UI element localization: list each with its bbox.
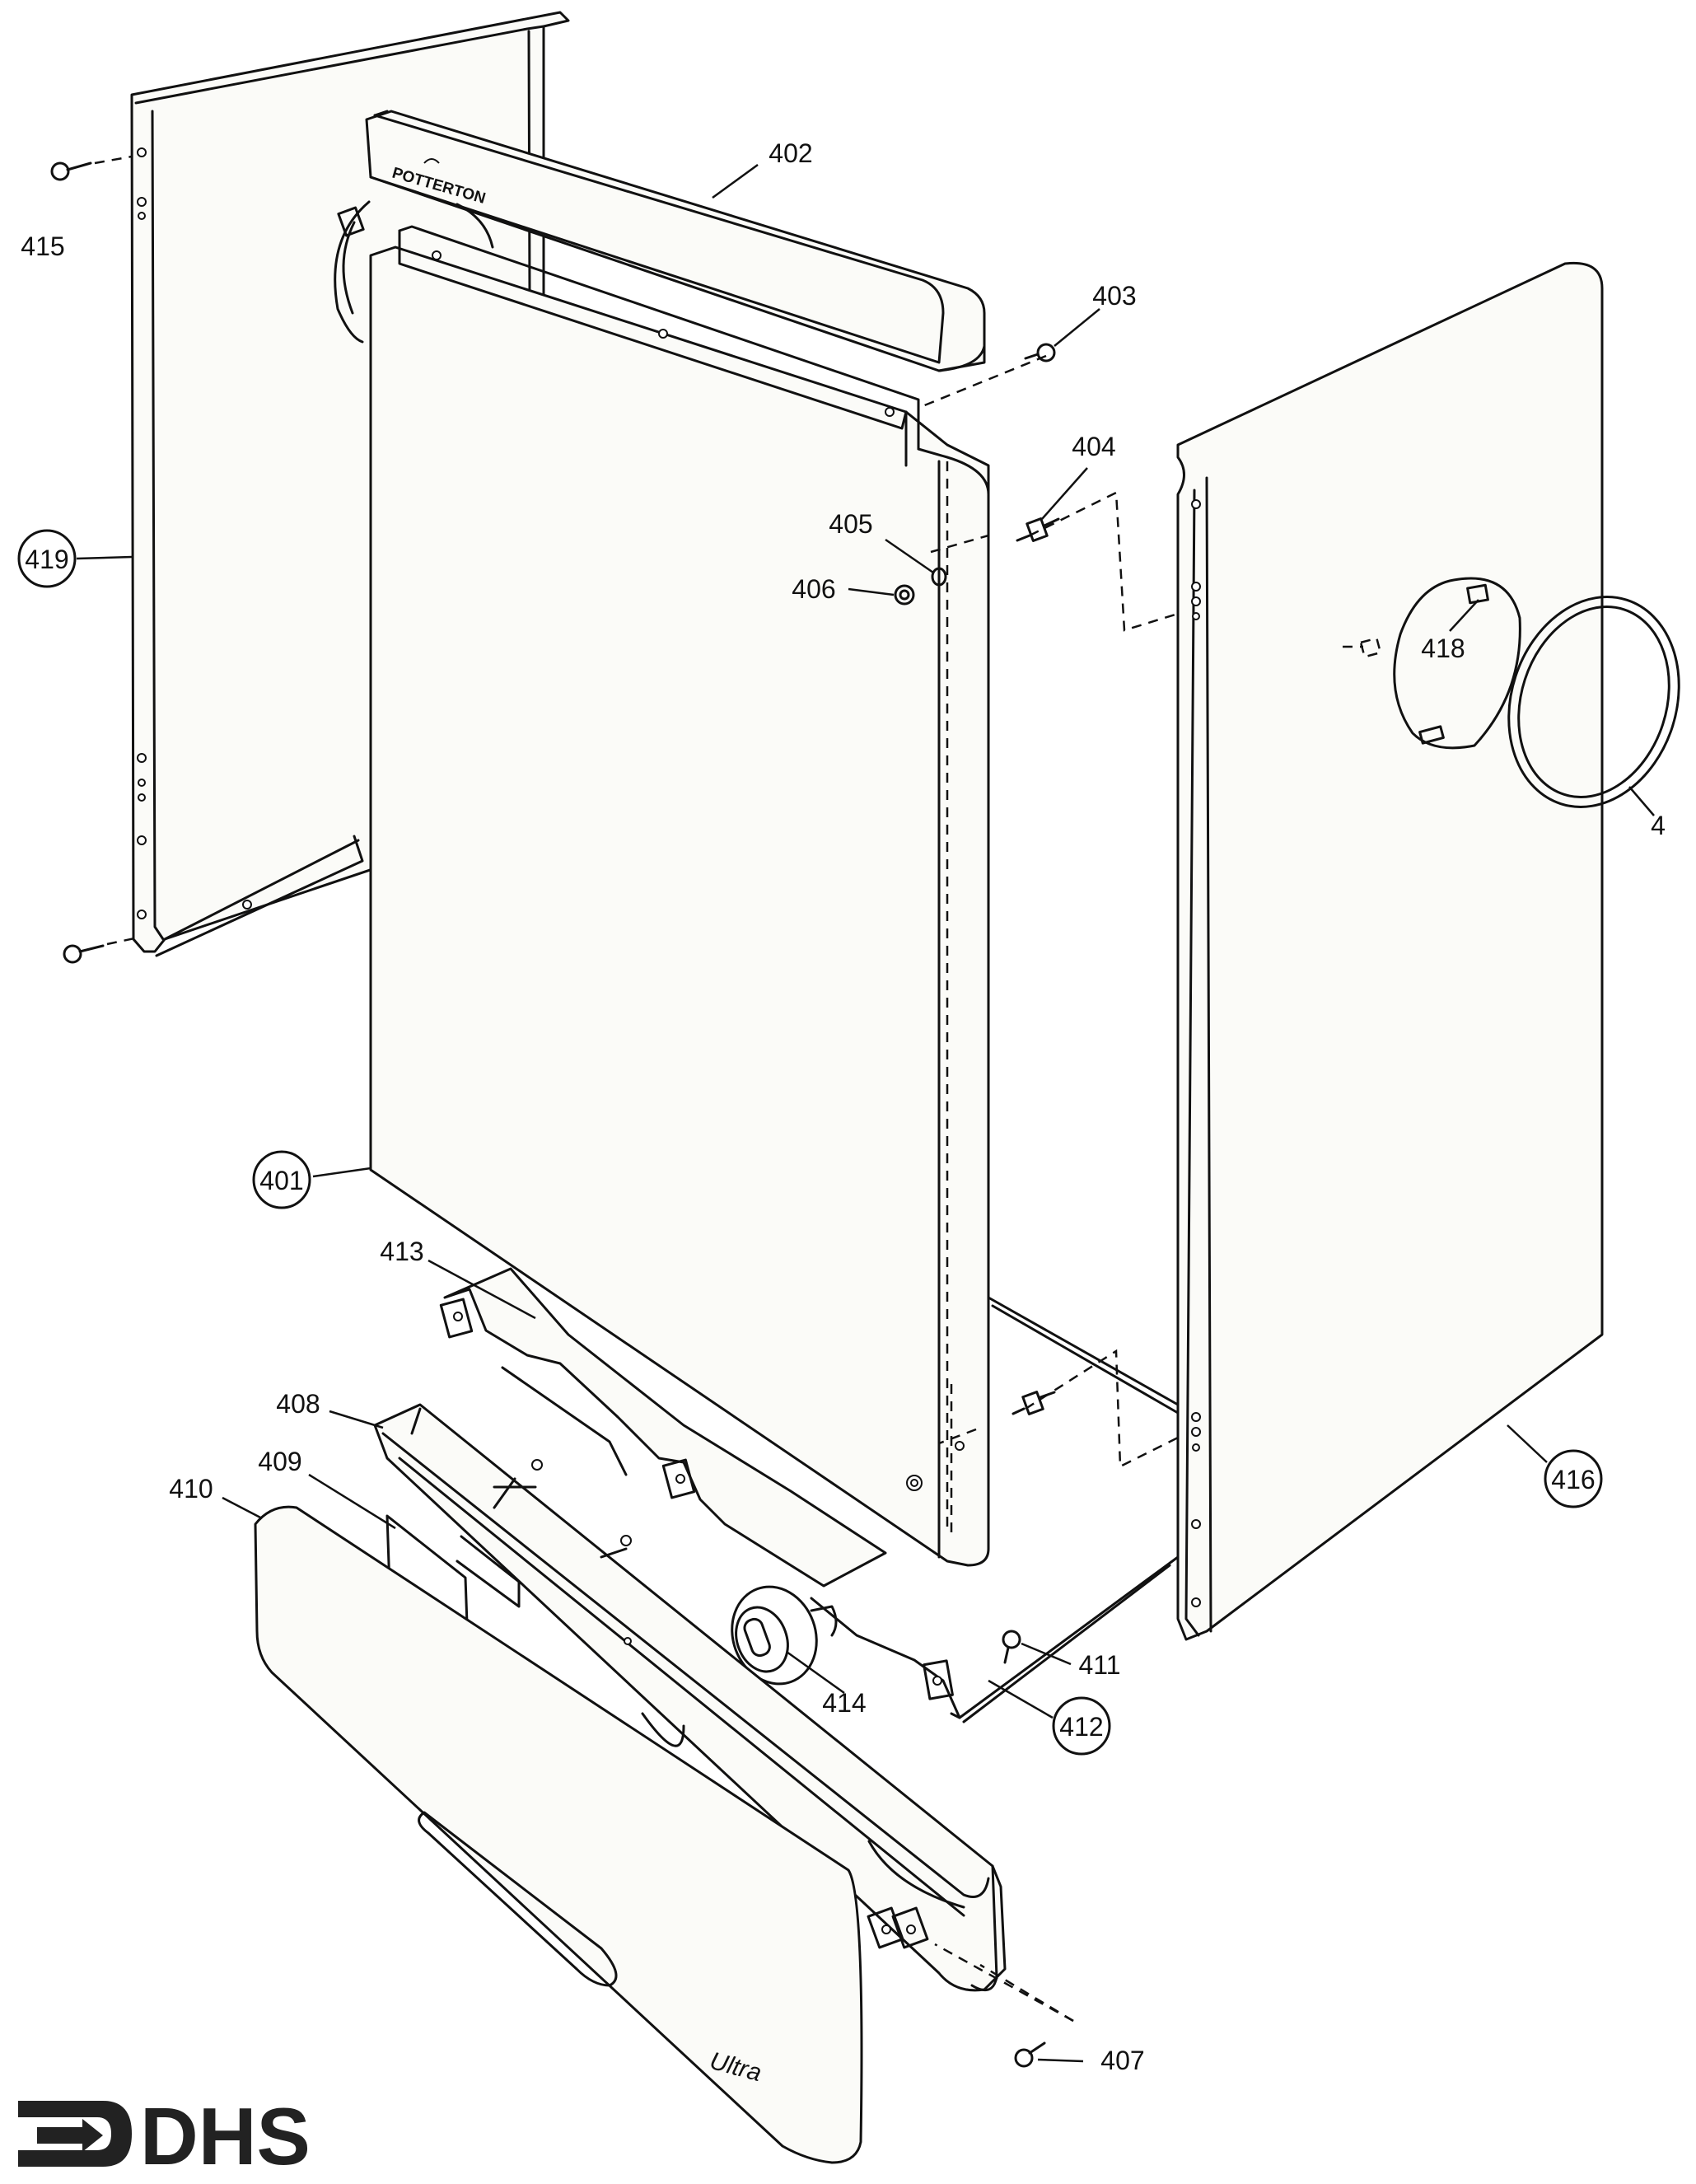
control-fascia-408 [373, 1403, 1007, 1992]
front-fascia-410: Ultra [254, 1505, 863, 2164]
callout-413: 413 [380, 1237, 536, 1320]
svg-text:406: 406 [792, 574, 835, 604]
svg-text:414: 414 [822, 1688, 866, 1718]
control-knob-414 [731, 1585, 838, 1686]
callout-401: 401 [252, 1150, 371, 1209]
callout-414: 414 [786, 1650, 867, 1718]
dashed-guides [918, 354, 1363, 1468]
callout-412: 412 [988, 1679, 1111, 1756]
svg-text:403: 403 [1092, 281, 1136, 311]
callout-403: 403 [1054, 281, 1137, 347]
nut-lower [1012, 1391, 1056, 1415]
svg-text:407: 407 [1100, 2046, 1144, 2075]
base-tray-412 [810, 1296, 1180, 1723]
callout-402: 402 [712, 138, 813, 199]
callout-411: 411 [1021, 1642, 1121, 1680]
bracket-413 [439, 1267, 887, 1588]
callout-410: 410 [169, 1474, 263, 1520]
callout-407: 407 [1037, 2046, 1145, 2075]
screw-411 [1002, 1630, 1021, 1664]
nut-404 [1016, 517, 1060, 542]
callout-409: 409 [258, 1447, 396, 1530]
rear-drum [334, 200, 494, 344]
porthole-cover-418 [1359, 577, 1521, 750]
callout-408: 408 [276, 1389, 384, 1429]
callout-406: 406 [792, 574, 895, 604]
svg-text:418: 418 [1421, 634, 1465, 663]
svg-text:412: 412 [1059, 1712, 1103, 1742]
screw-403 [1024, 343, 1056, 362]
svg-text:416: 416 [1551, 1465, 1595, 1494]
svg-text:413: 413 [380, 1237, 423, 1266]
porthole-ring [1507, 596, 1680, 808]
right-side-panel-416 [1176, 261, 1604, 1641]
callout-404: 404 [1041, 432, 1116, 520]
dhs-logo-text: DHS [140, 2091, 311, 2180]
screw-415 [50, 155, 133, 181]
svg-text:4: 4 [1651, 811, 1666, 840]
callout-405: 405 [829, 509, 934, 574]
svg-text:415: 415 [21, 231, 64, 261]
nut-406 [894, 584, 915, 606]
callout-415: 415 [21, 231, 64, 261]
callout-417: 4 [1628, 786, 1666, 840]
svg-text:419: 419 [25, 545, 68, 574]
svg-text:408: 408 [276, 1389, 320, 1419]
screw-lower-left [63, 936, 139, 964]
callout-418: 418 [1421, 599, 1479, 663]
washer-405 [931, 567, 947, 587]
svg-text:410: 410 [169, 1474, 213, 1504]
screw-407 [934, 1943, 1074, 2068]
callout-419: 419 [17, 529, 133, 588]
front-panel-401 [369, 225, 990, 1567]
dhs-logo: DHS [0, 2088, 362, 2182]
svg-text:409: 409 [258, 1447, 301, 1476]
callout-416: 416 [1507, 1424, 1603, 1508]
svg-text:401: 401 [259, 1166, 303, 1195]
svg-text:405: 405 [829, 509, 872, 539]
svg-text:404: 404 [1072, 432, 1115, 461]
svg-text:411: 411 [1078, 1650, 1120, 1680]
svg-text:402: 402 [769, 138, 812, 168]
